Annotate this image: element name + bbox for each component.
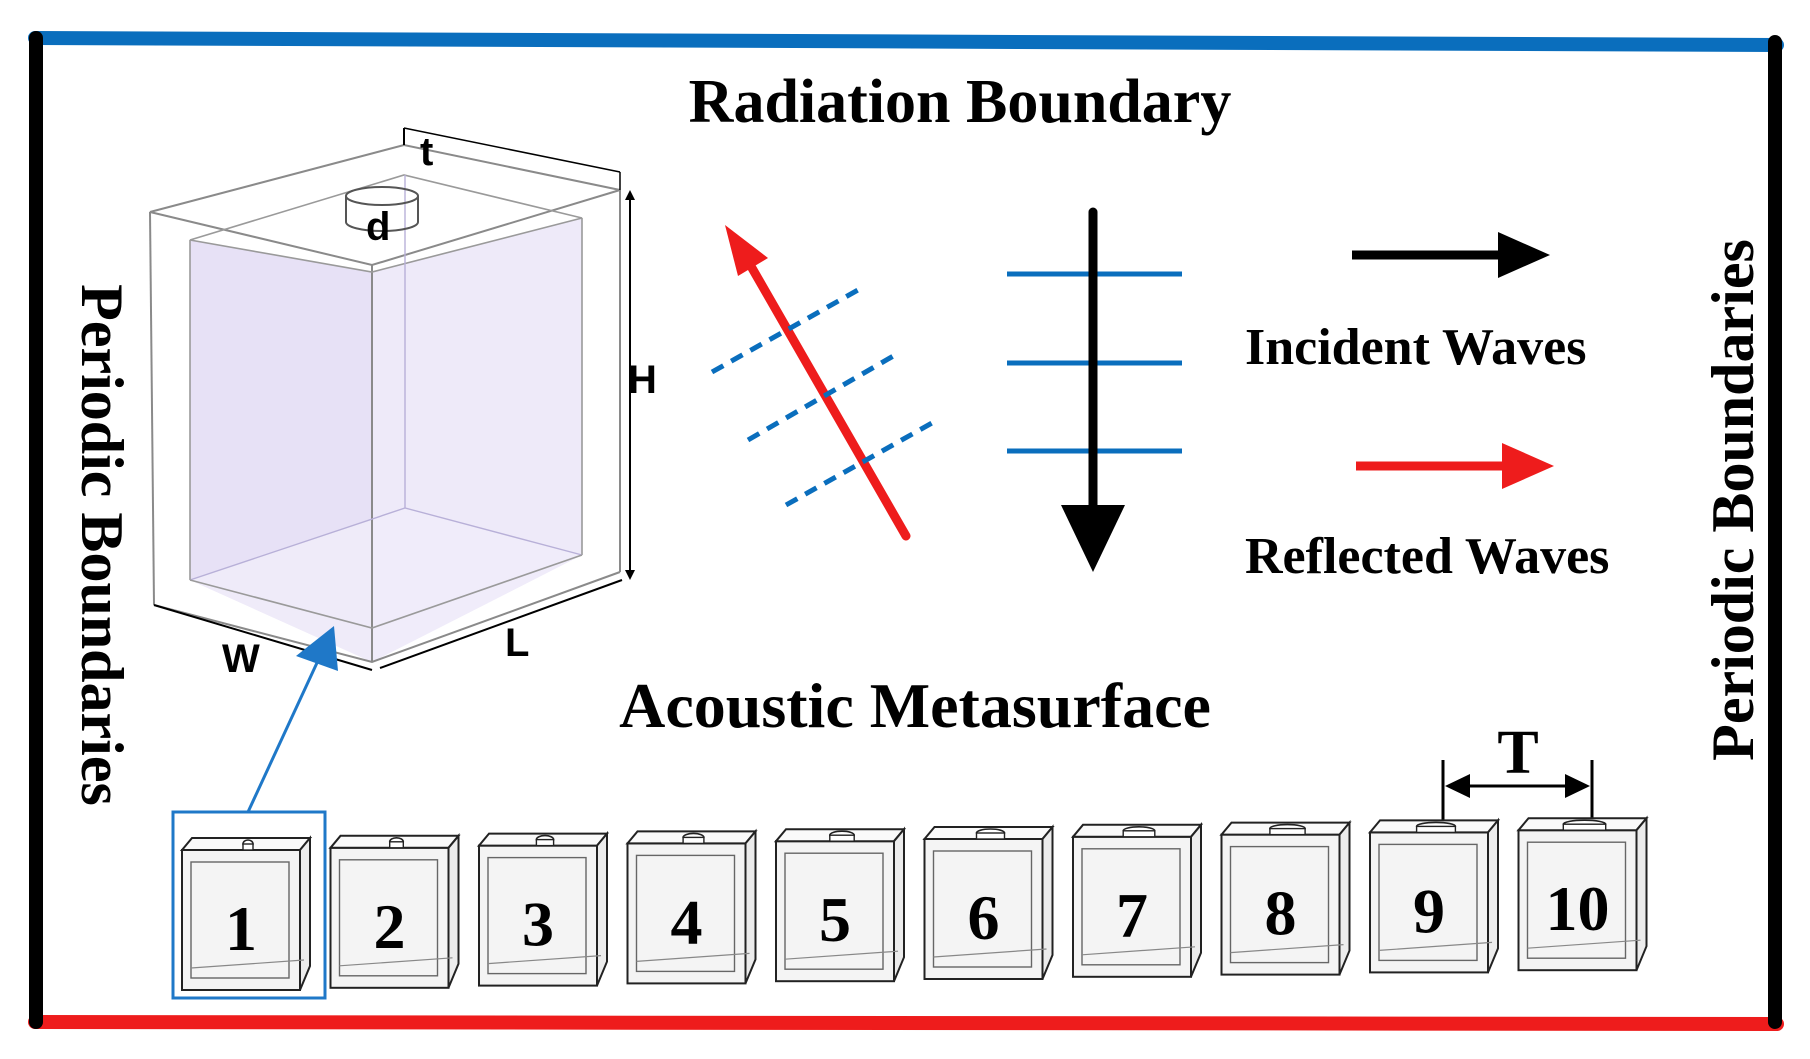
dim-d-label: d bbox=[366, 205, 390, 249]
right-periodic-boundaries-label: Periodic Boundaries bbox=[1700, 239, 1766, 761]
metasurface-cell-row: 1 2 3 4 5 6 7 8 9 10 bbox=[179, 815, 1649, 991]
metasurface-cell: 3 bbox=[476, 830, 610, 987]
metasurface-cell-number: 5 bbox=[819, 884, 851, 955]
metasurface-cell-number: 10 bbox=[1546, 873, 1610, 944]
metasurface-cell-number: 8 bbox=[1265, 878, 1297, 949]
period-marker: T bbox=[1441, 719, 1594, 838]
legend-incident-label: Incident Waves bbox=[1245, 319, 1586, 376]
left-periodic-boundaries-label: Periodic Boundaries bbox=[69, 284, 135, 806]
radiation-boundary-label: Radiation Boundary bbox=[689, 68, 1232, 136]
metasurface-cell: 6 bbox=[922, 824, 1055, 980]
metasurface-cell: 2 bbox=[328, 833, 461, 989]
unit-cell-model: t d H W L bbox=[149, 127, 657, 681]
cell-1-selection-box bbox=[171, 810, 327, 1000]
metasurface-cell-number: 6 bbox=[968, 882, 1000, 953]
metasurface-cell: 7 bbox=[1070, 822, 1204, 978]
reflected-wavefront bbox=[710, 287, 860, 375]
metasurface-cell: 9 bbox=[1367, 817, 1501, 974]
metasurface-cell: 5 bbox=[773, 826, 907, 983]
metasurface-cell-number: 3 bbox=[522, 889, 554, 960]
neck-top bbox=[345, 186, 419, 206]
metasurface-cell: 8 bbox=[1219, 819, 1352, 976]
metasurface-cell-number: 2 bbox=[374, 891, 406, 962]
metasurface-cell-number: 4 bbox=[671, 886, 703, 957]
incident-wave bbox=[1007, 207, 1182, 572]
unit-cell-floor bbox=[190, 508, 582, 662]
period-label: T bbox=[1497, 719, 1538, 787]
reflected-wave bbox=[710, 225, 934, 541]
radiation-boundary-line bbox=[28, 31, 1784, 52]
metasurface-cell-number: 7 bbox=[1116, 880, 1148, 951]
legend-reflected-label: Reflected Waves bbox=[1245, 528, 1609, 585]
metasurface-cell: 4 bbox=[625, 828, 758, 985]
dim-h-label: H bbox=[628, 358, 657, 402]
dim-t-label: t bbox=[420, 130, 433, 174]
bottom-boundary-line bbox=[28, 1015, 1784, 1031]
metasurface-cell: 10 bbox=[1516, 815, 1649, 972]
legend: Incident Waves Reflected Waves bbox=[1245, 232, 1609, 585]
metasurface-cell-number: 9 bbox=[1413, 875, 1445, 946]
zoom-pointer-arrowhead bbox=[296, 626, 338, 671]
zoom-pointer-arrow bbox=[246, 651, 324, 813]
acoustic-metasurface-label: Acoustic Metasurface bbox=[619, 670, 1211, 741]
metasurface-cell-number: 1 bbox=[225, 893, 257, 964]
dim-l-label: L bbox=[505, 621, 529, 665]
reflected-wavefront bbox=[784, 420, 934, 508]
dim-w-label: W bbox=[222, 637, 260, 681]
metasurface-cell: 1 bbox=[179, 835, 313, 991]
reflected-wavefront bbox=[746, 352, 897, 443]
